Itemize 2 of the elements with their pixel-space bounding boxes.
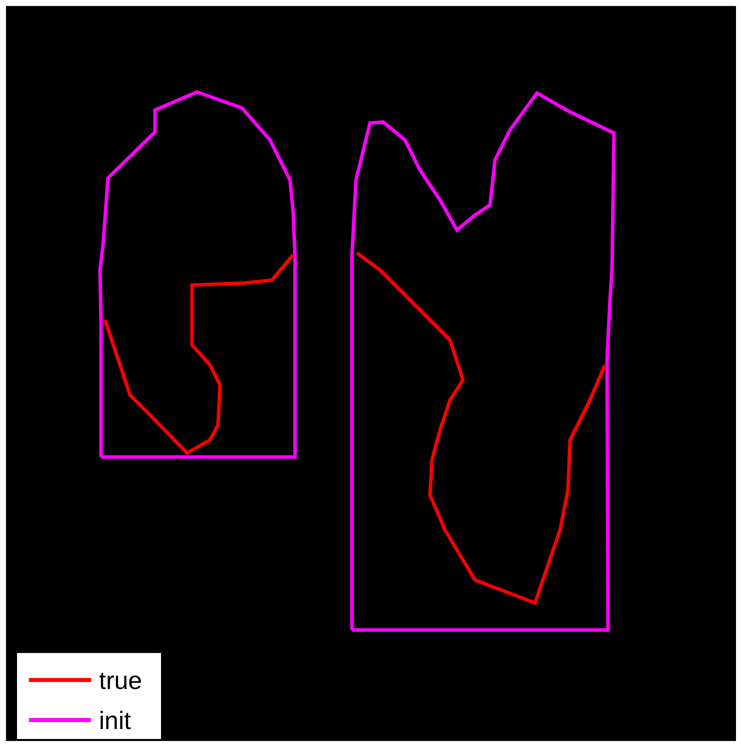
- legend-label: init: [99, 707, 131, 736]
- legend-label: true: [99, 667, 142, 696]
